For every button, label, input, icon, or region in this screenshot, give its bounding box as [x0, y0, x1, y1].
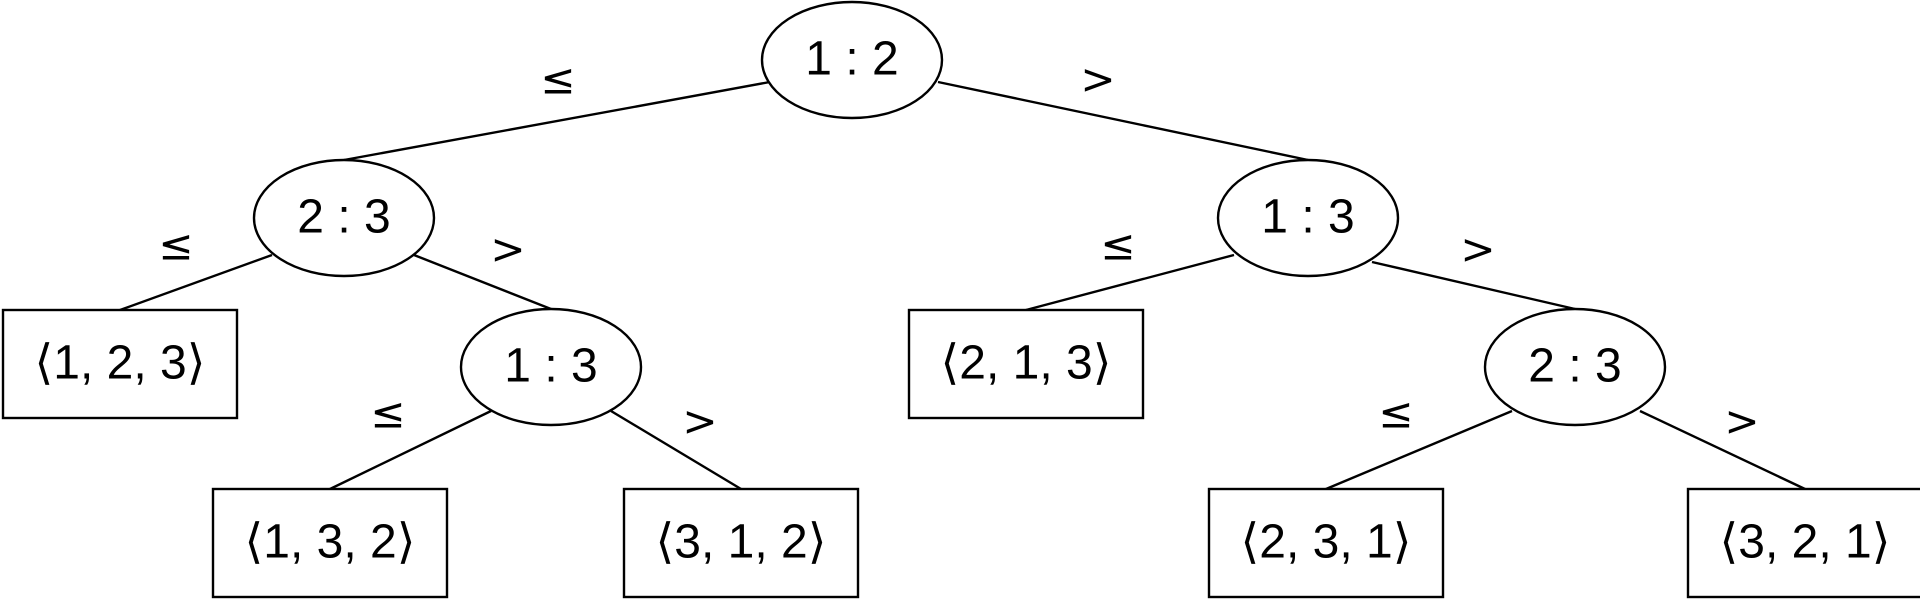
less-equal-label: ≤ [158, 221, 193, 270]
comparison-node-n23b: 2 : 3 [1483, 307, 1667, 427]
leaf-node-l213: ⟨2, 1, 3⟩ [907, 308, 1145, 420]
edge-n13a-l312 [610, 409, 742, 491]
comparison-label: 1 : 3 [504, 340, 597, 393]
leaf-node-l321: ⟨3, 2, 1⟩ [1686, 487, 1920, 599]
leaf-box [622, 487, 860, 599]
greater-than-label: > [490, 225, 525, 274]
comparison-node-n23a: 2 : 3 [252, 158, 436, 278]
edge-labels-layer: ≤ > ≤ > ≤ > ≤ > ≤ > [158, 55, 1759, 446]
less-equal-label: ≤ [540, 55, 575, 104]
leaf-node-l123: ⟨1, 2, 3⟩ [1, 308, 239, 420]
edge-n13b-l213 [1025, 253, 1235, 312]
comparison-label: 1 : 2 [805, 33, 898, 86]
less-equal-label: ≤ [370, 389, 405, 438]
comparison-ellipse [760, 0, 944, 120]
comparison-node-n13b: 1 : 3 [1216, 158, 1400, 278]
greater-than-label: > [1460, 225, 1495, 274]
comparison-label: 2 : 3 [297, 191, 390, 244]
less-equal-label: ≤ [1100, 221, 1135, 270]
edge-n12-n13b [937, 80, 1309, 162]
leaf-node-l132: ⟨1, 3, 2⟩ [211, 487, 449, 599]
comparison-node-n13a: 1 : 3 [459, 307, 643, 427]
greater-than-label: > [1724, 397, 1759, 446]
comparison-node-n12: 1 : 2 [760, 0, 944, 120]
comparison-label: 1 : 3 [1261, 191, 1354, 244]
leaf-box [1, 308, 239, 420]
edge-n23a-l123 [119, 253, 273, 312]
edge-n23a-n13a [413, 253, 552, 311]
edge-n12-n23a [343, 80, 771, 162]
edge-n23b-l321 [1639, 409, 1806, 491]
greater-than-label: > [1080, 55, 1115, 104]
edge-n13a-l132 [329, 409, 492, 491]
comparison-ellipse [1483, 307, 1667, 427]
edge-n13b-n23b [1371, 260, 1576, 311]
comparison-ellipse [252, 158, 436, 278]
permutation-label: ⟨3, 2, 1⟩ [1720, 516, 1891, 569]
comparison-ellipse [1216, 158, 1400, 278]
permutation-label: ⟨1, 2, 3⟩ [35, 337, 206, 390]
permutation-label: ⟨1, 3, 2⟩ [245, 516, 416, 569]
leaf-node-l312: ⟨3, 1, 2⟩ [622, 487, 860, 599]
greater-than-label: > [682, 397, 717, 446]
permutation-label: ⟨2, 3, 1⟩ [1241, 516, 1412, 569]
leaf-box [1207, 487, 1445, 599]
edge-n23b-l231 [1325, 409, 1513, 491]
leaf-box [907, 308, 1145, 420]
leaf-box [1686, 487, 1920, 599]
leaf-box [211, 487, 449, 599]
permutation-label: ⟨3, 1, 2⟩ [656, 516, 827, 569]
permutation-label: ⟨2, 1, 3⟩ [941, 337, 1112, 390]
leaf-node-l231: ⟨2, 3, 1⟩ [1207, 487, 1445, 599]
comparison-ellipse [459, 307, 643, 427]
edges-layer [119, 80, 1806, 491]
comparison-label: 2 : 3 [1528, 340, 1621, 393]
less-equal-label: ≤ [1378, 389, 1413, 438]
